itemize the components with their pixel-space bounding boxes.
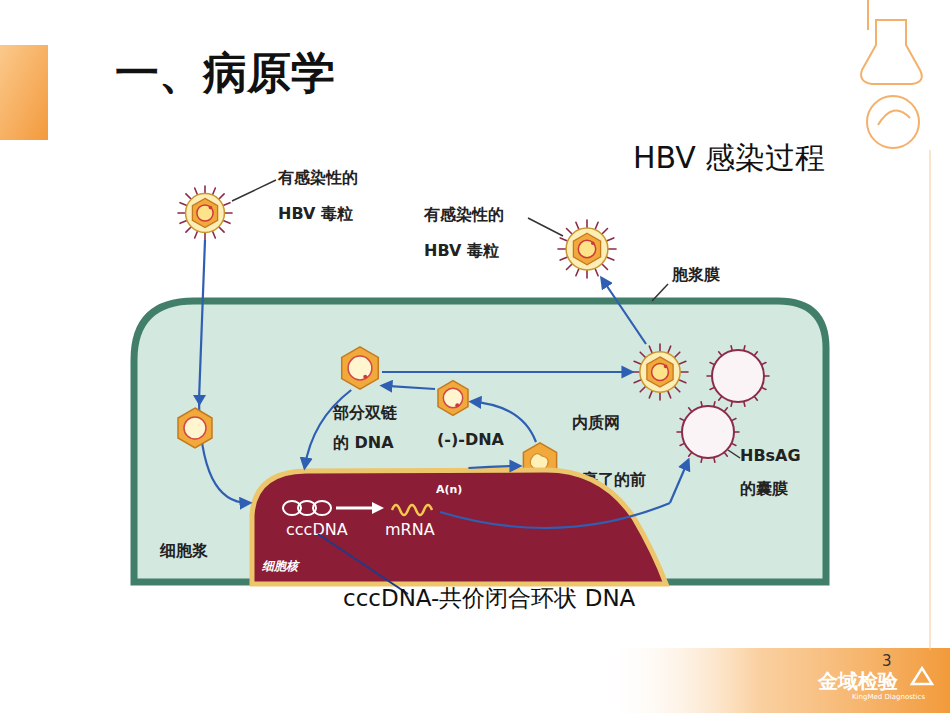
node-label: 部分双链的 DNA — [333, 398, 403, 458]
node-label: (-)-DNA — [437, 427, 504, 453]
note: cccDNA-共价闭合环状 DNA — [343, 583, 635, 614]
node-label: 有感染性的 HBV 毒粒 — [424, 197, 519, 269]
core-particle — [342, 347, 379, 389]
node-label: 有感染性的 HBV 毒粒 — [278, 160, 373, 232]
logo-text: 金域检验 — [818, 668, 898, 695]
virion-dna — [578, 240, 595, 257]
hbsag-envelopes: HBsAG 的囊膜 — [680, 404, 736, 460]
er-virion: 内质网 — [632, 344, 688, 400]
minus-dna-core-outline — [435, 380, 471, 416]
virion-envelope — [640, 352, 680, 392]
slide-title: 一、病原学 — [115, 44, 335, 103]
dish-icon — [867, 96, 919, 148]
nucleus-shape — [252, 470, 666, 584]
flow-arrow — [305, 390, 352, 468]
subtitle: HBV 感染过程 — [633, 138, 825, 179]
virion-core — [647, 357, 673, 387]
virion-envelope — [186, 194, 225, 233]
virion-outline — [178, 186, 232, 240]
virion-dna — [197, 205, 213, 221]
leader-line — [652, 284, 668, 301]
cccdna-loop — [313, 501, 331, 515]
dish-icon — [878, 110, 910, 125]
flow-arrow — [670, 460, 688, 503]
deco-line — [867, 0, 869, 30]
flow-arrow — [471, 402, 536, 442]
page-number: 3 — [882, 652, 892, 670]
orange-block — [0, 45, 48, 140]
virion-dna — [652, 364, 669, 381]
flow-arrow — [602, 278, 647, 344]
er-virion-outline — [632, 344, 688, 400]
leader-line — [728, 450, 740, 458]
hbsag-envelope — [682, 406, 734, 458]
transcription-arrow — [336, 507, 374, 510]
core-particle: 部分双链的 DNA — [338, 346, 382, 390]
cell: 胞浆膜细胞浆部分双链的 DNA内质网(-)-DNAHBsAG 的囊膜包裹了的前基… — [130, 296, 830, 584]
polymerase-dot — [209, 206, 213, 210]
node-label: 胞浆膜 — [672, 263, 720, 287]
arrow-head — [193, 395, 206, 406]
leader-line — [232, 180, 276, 201]
hbsag-envelopes-outline — [680, 404, 736, 460]
virion-envelope — [566, 228, 608, 270]
core-particle — [178, 408, 212, 448]
deco-line — [930, 150, 931, 650]
mrna-line — [440, 503, 670, 528]
virion: 有感染性的 HBV 毒粒 — [558, 220, 616, 278]
node-label: cccDNA — [286, 518, 348, 542]
polymerase-dot — [455, 403, 459, 407]
polymerase-dot — [664, 365, 668, 369]
flow-arrow — [468, 466, 520, 468]
logo-subtext: KingMed Diagnostics — [852, 693, 925, 701]
flow-arrow — [382, 386, 435, 389]
flow-arrow — [199, 240, 250, 503]
logo-icon — [912, 668, 932, 684]
node-label: 内质网 — [572, 410, 620, 436]
leader-line — [528, 218, 563, 236]
core-dna — [348, 356, 372, 380]
hbsag-envelope — [712, 350, 764, 402]
polymerase-dot — [591, 241, 595, 245]
polymerase-dot — [363, 375, 367, 379]
flask-icon — [861, 20, 922, 84]
node-label: HBsAG 的囊膜 — [740, 439, 804, 505]
arrow-head — [372, 502, 384, 514]
virion-core — [192, 198, 217, 227]
virion-core — [573, 233, 600, 264]
flow-arrow — [382, 371, 632, 373]
core-particle-outline — [338, 346, 382, 390]
core-dna — [184, 417, 206, 439]
node-label: 细胞浆 — [160, 539, 208, 563]
core-particle — [438, 381, 468, 416]
core-dna — [443, 388, 462, 407]
orange-band — [600, 648, 950, 713]
virion: 有感染性的 HBV 毒粒 — [178, 186, 232, 240]
mrna-strand — [392, 505, 432, 515]
node-label: 细胞核 — [262, 558, 298, 574]
polya-tail-label: A(n) — [436, 483, 462, 496]
node-label: mRNA — [385, 518, 435, 542]
virion-outline — [558, 220, 616, 278]
minus-dna-core: (-)-DNA — [435, 380, 471, 416]
